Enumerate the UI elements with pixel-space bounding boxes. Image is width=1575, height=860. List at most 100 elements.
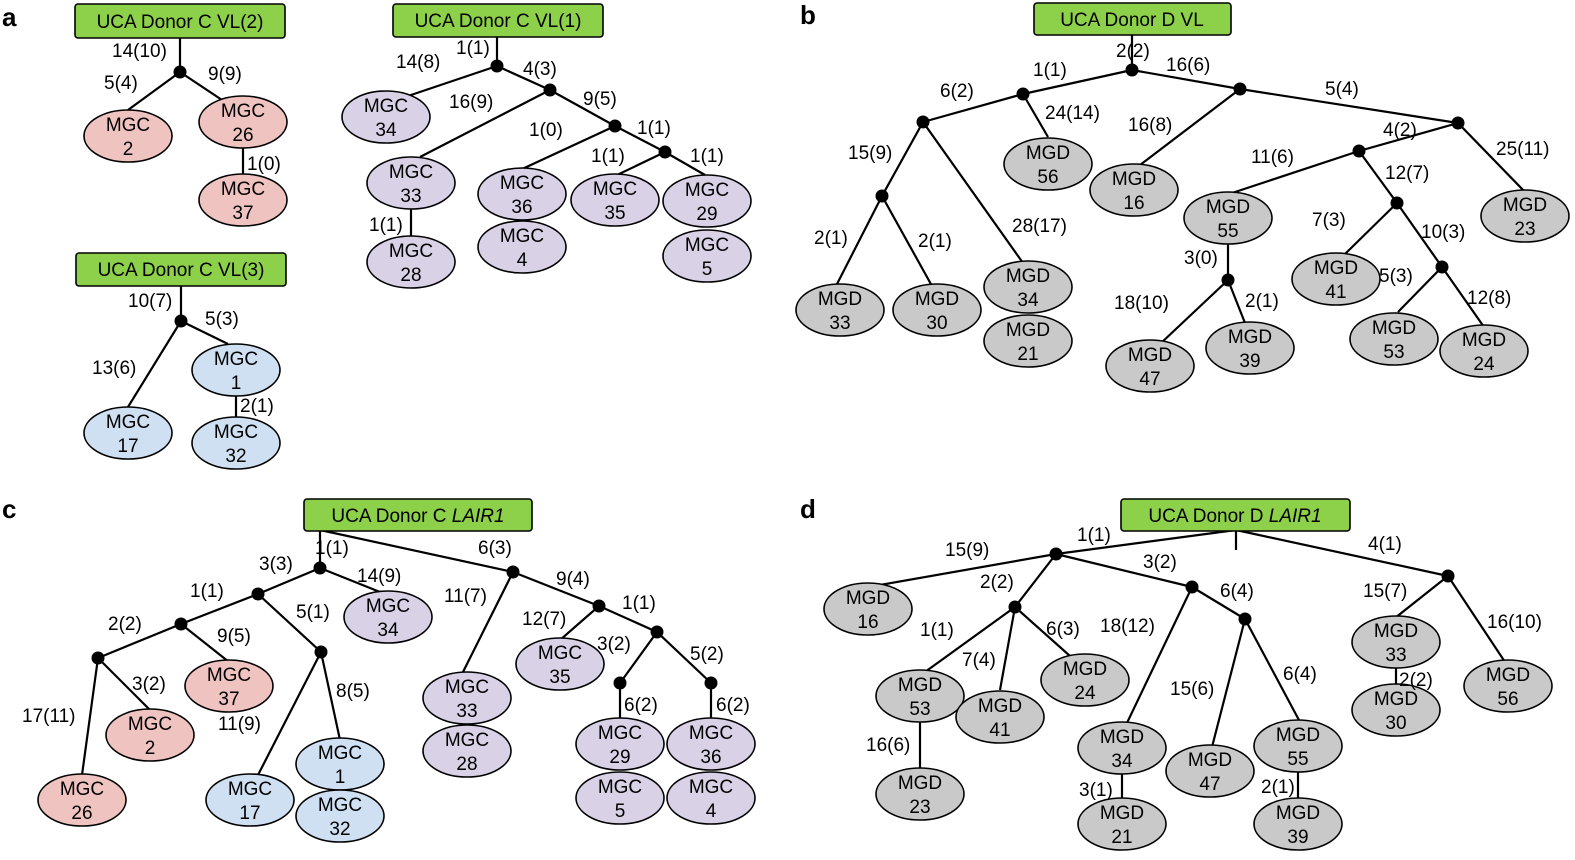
svg-text:37: 37	[232, 203, 253, 224]
svg-text:12(8): 12(8)	[1467, 288, 1511, 309]
edge-labels: 14(10) 5(4) 9(9) 1(0) 1(1) 14(8) 4(3) 16…	[22, 38, 1550, 801]
tree-edges	[80, 35, 1526, 800]
svg-text:4: 4	[517, 250, 528, 271]
svg-text:11(9): 11(9)	[218, 714, 261, 735]
svg-text:35: 35	[549, 667, 570, 688]
svg-text:15(6): 15(6)	[1170, 679, 1214, 700]
root-d: UCA Donor D LAIR1	[1120, 498, 1351, 532]
svg-text:MGD: MGD	[978, 696, 1022, 717]
svg-text:30: 30	[926, 313, 947, 334]
svg-text:16(9): 16(9)	[449, 92, 493, 113]
svg-text:16(6): 16(6)	[1166, 55, 1210, 76]
svg-text:14(10): 14(10)	[112, 41, 167, 62]
svg-text:4(3): 4(3)	[523, 59, 557, 80]
svg-text:6(3): 6(3)	[1046, 619, 1080, 640]
svg-text:MGC: MGC	[318, 795, 362, 816]
svg-text:MGC: MGC	[106, 412, 150, 433]
svg-text:16(8): 16(8)	[1128, 115, 1172, 136]
svg-text:MGD: MGD	[1374, 621, 1418, 642]
svg-text:2(1): 2(1)	[918, 231, 952, 252]
svg-text:8(5): 8(5)	[336, 681, 370, 702]
svg-text:MGC: MGC	[685, 180, 729, 201]
svg-text:33: 33	[456, 701, 477, 722]
panel-letter-d: d	[800, 494, 816, 524]
svg-text:35: 35	[604, 203, 625, 224]
leaf-a-mgc-36: MGC 36	[477, 167, 567, 221]
svg-text:MGD: MGD	[898, 675, 942, 696]
svg-text:4(1): 4(1)	[1368, 534, 1402, 555]
svg-text:2(2): 2(2)	[1399, 670, 1433, 691]
svg-text:16: 16	[1123, 193, 1144, 214]
svg-text:26: 26	[71, 803, 92, 824]
svg-text:21: 21	[1017, 344, 1038, 365]
svg-text:18(10): 18(10)	[1114, 293, 1169, 314]
svg-text:3(2): 3(2)	[1143, 552, 1177, 573]
svg-text:17: 17	[239, 803, 260, 824]
svg-text:15(9): 15(9)	[945, 540, 989, 561]
svg-text:15(9): 15(9)	[848, 143, 892, 164]
svg-text:MGC: MGC	[445, 677, 489, 698]
svg-text:1(1): 1(1)	[190, 581, 224, 602]
svg-text:MGD: MGD	[1128, 345, 1172, 366]
svg-text:1(1): 1(1)	[622, 593, 656, 614]
svg-text:MGC: MGC	[318, 743, 362, 764]
svg-text:7(3): 7(3)	[1312, 210, 1346, 231]
panel-letter-b: b	[800, 0, 816, 30]
svg-text:39: 39	[1239, 351, 1260, 372]
svg-text:9(5): 9(5)	[217, 626, 251, 647]
svg-text:29: 29	[696, 204, 717, 225]
svg-text:12(7): 12(7)	[522, 609, 566, 630]
svg-text:21: 21	[1111, 827, 1132, 848]
svg-text:2(2): 2(2)	[1116, 41, 1150, 62]
svg-text:1(0): 1(0)	[529, 120, 563, 141]
svg-text:MGC: MGC	[538, 643, 582, 664]
svg-text:MGD: MGD	[1462, 330, 1506, 351]
svg-text:37: 37	[218, 689, 239, 710]
svg-text:34: 34	[377, 620, 399, 641]
svg-text:MGC: MGC	[366, 596, 410, 617]
svg-text:MGC: MGC	[689, 777, 733, 798]
svg-text:15(7): 15(7)	[1363, 581, 1407, 602]
svg-text:47: 47	[1139, 369, 1160, 390]
svg-text:11(6): 11(6)	[1251, 147, 1294, 168]
svg-text:1(0): 1(0)	[247, 154, 281, 175]
svg-text:36: 36	[511, 197, 532, 218]
leaf-d-mgd-41: MGD 41	[955, 690, 1045, 744]
leaf-c-mgc-34: MGC 34	[343, 590, 433, 644]
svg-text:UCA Donor C VL(3): UCA Donor C VL(3)	[98, 260, 265, 281]
svg-text:5(3): 5(3)	[205, 309, 239, 330]
svg-text:5(4): 5(4)	[104, 73, 138, 94]
tree-nodes	[91, 59, 1465, 690]
svg-text:MGC: MGC	[500, 173, 544, 194]
svg-text:MGD: MGD	[1112, 169, 1156, 190]
svg-text:13(6): 13(6)	[92, 358, 136, 379]
svg-text:UCA Donor C VL(1): UCA Donor C VL(1)	[415, 11, 582, 32]
svg-text:MGC: MGC	[685, 235, 729, 256]
svg-text:MGC: MGC	[128, 714, 172, 735]
svg-text:33: 33	[400, 186, 421, 207]
svg-text:5(4): 5(4)	[1325, 79, 1359, 100]
svg-text:41: 41	[989, 720, 1010, 741]
